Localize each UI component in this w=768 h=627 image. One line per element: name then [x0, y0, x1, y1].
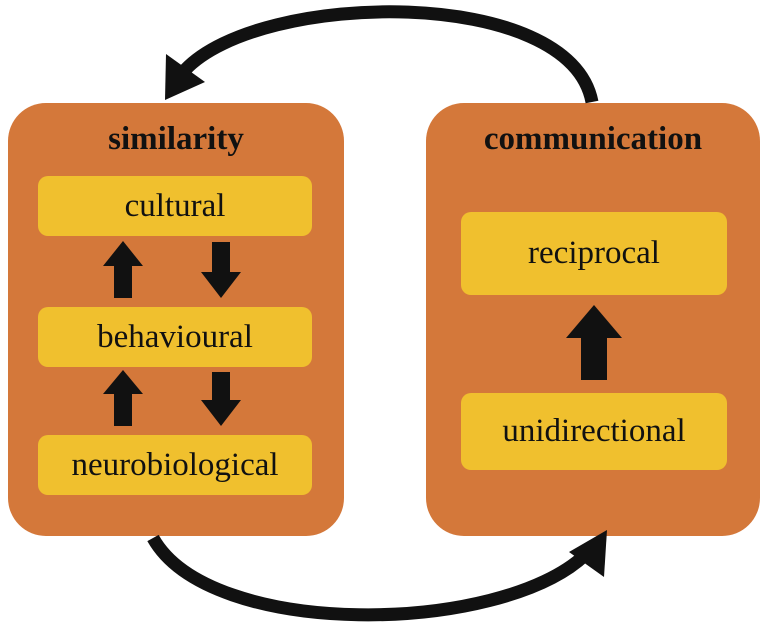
top-curved-arrow	[165, 5, 599, 104]
similarity-panel: similarity cultural behavioural neurobio…	[8, 103, 344, 536]
cultural-box: cultural	[38, 176, 312, 236]
communication-title: communication	[483, 121, 703, 157]
unidirectional-box: unidirectional	[461, 393, 727, 470]
behavioural-box: behavioural	[38, 307, 312, 367]
similarity-title: similarity	[108, 121, 244, 157]
neurobiological-box: neurobiological	[38, 435, 312, 495]
reciprocal-box: reciprocal	[461, 212, 727, 295]
bottom-curved-arrow	[147, 530, 607, 622]
communication-panel: communication reciprocal unidirectional	[426, 103, 760, 536]
